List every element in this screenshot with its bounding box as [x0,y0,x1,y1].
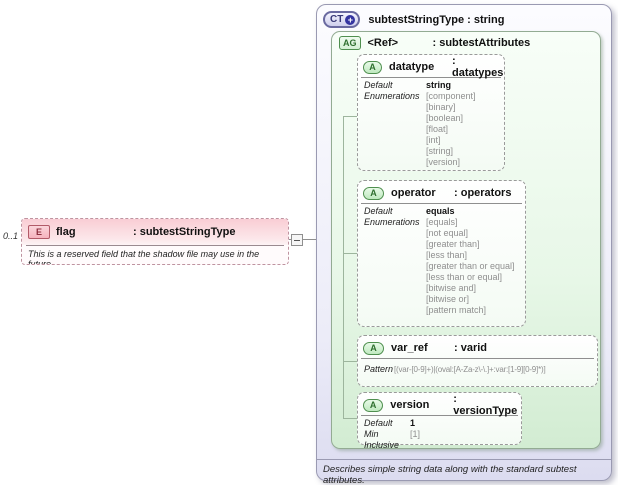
caption-separator [317,459,611,460]
attribute-badge: A [363,341,384,355]
fact-label: Pattern [364,364,394,374]
element-box-flag: E flag : subtestStringType This is a res… [21,218,289,265]
complex-type-box: CT + subtestStringType : string AG <Ref>… [316,4,612,485]
fact-pattern: [(var-[0-9]+)|(oval:[A-Za-z\-\.]+:var:[1… [394,365,546,374]
attribute-group-box: AG <Ref> : subtestAttributes A datatype … [331,31,601,450]
attribute-type: : operators [454,187,512,199]
attribute-header: A operator : operators [358,181,525,201]
attribute-facts: Default string Enumerations [component] … [358,78,504,168]
tree-connector-vertical [343,116,344,418]
attribute-badge: A [363,398,384,412]
fact-enumerations: [component] [binary] [boolean] [float] [… [426,91,476,167]
element-header: E flag : subtestStringType [22,219,288,245]
fact-label: Enumerations [364,91,420,101]
attribute-badge: A [363,186,384,200]
attribute-name: operator [391,187,436,199]
complex-type-header: CT + subtestStringType : string [323,11,504,28]
fact-enumerations: [equals] [not equal] [greater than] [les… [426,217,515,315]
attribute-header: A datatype : datatypes [358,55,504,79]
tree-connector-branch [343,253,357,254]
attribute-group-type: : subtestAttributes [432,37,531,49]
attribute-box-operator: A operator : operators Default equals En… [357,180,526,327]
attribute-facts: Default equals Enumerations [equals] [no… [358,204,525,316]
attribute-badge: A [363,60,383,74]
ct-badge-label: CT [330,14,344,25]
complex-type-title: subtestStringType : string [368,13,505,26]
attribute-type: : varid [454,342,488,354]
complex-type-badge: CT + [323,11,361,28]
attribute-box-var-ref: A var_ref : varid Pattern [(var-[0-9]+)|… [357,335,598,387]
element-annotation: This is a reserved field that the shadow… [28,249,260,265]
attribute-header: A version : versionType [358,393,521,417]
attribute-group-badge: AG [339,36,361,50]
element-type: : subtestStringType [133,226,236,238]
complex-type-caption: Describes simple string data along with … [323,464,577,485]
collapse-handle-icon[interactable] [291,234,303,246]
element-separator [26,245,284,246]
fact-value: [1] [410,429,421,439]
attribute-name: datatype [389,61,435,73]
attribute-box-datatype: A datatype : datatypes Default string En… [357,54,505,171]
fact-label: Default [364,418,393,428]
attribute-name: var_ref [391,342,428,354]
tree-connector-branch [343,418,357,419]
attribute-separator [361,77,501,78]
minus-icon [294,240,300,241]
plus-icon[interactable]: + [345,14,356,25]
fact-value: string [426,80,452,90]
attribute-group-header: AG <Ref> : subtestAttributes [339,36,530,50]
attribute-type: : versionType [453,393,518,417]
multiplicity-label: 0..1 [3,231,19,241]
element-name: flag [56,226,76,238]
fact-value: equals [426,206,455,216]
attribute-box-version: A version : versionType Default 1 Min In… [357,392,522,450]
tree-connector-branch [343,361,357,362]
fact-label: Min Inclusive [364,429,400,450]
fact-label: Default [364,80,393,90]
fact-label: Default [364,206,393,216]
attribute-facts: Pattern [(var-[0-9]+)|(oval:[A-Za-z\-\.]… [358,359,597,375]
fact-value: 1 [410,418,416,428]
attribute-separator [361,358,594,359]
fact-label: Enumerations [364,217,420,227]
attribute-group-name: <Ref> [367,37,399,49]
element-badge: E [28,225,50,239]
attribute-name: version [390,399,430,411]
attribute-separator [361,203,522,204]
attribute-facts: Default 1 Min Inclusive [1] [358,416,521,451]
tree-connector-branch [343,116,357,117]
attribute-type: : datatypes [452,55,504,79]
attribute-header: A var_ref : varid [358,336,597,356]
attribute-separator [361,415,518,416]
